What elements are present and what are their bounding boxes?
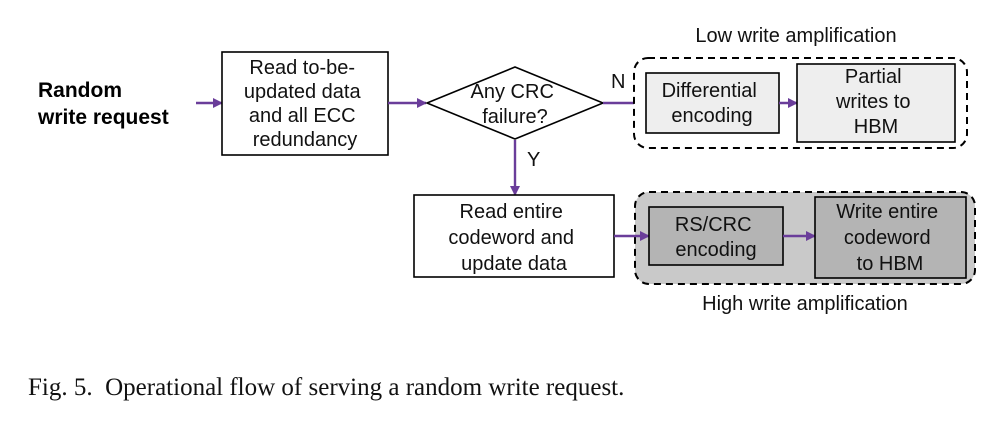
input-label-line: write request: [37, 106, 169, 129]
input-label: Random write request: [37, 79, 169, 129]
read-entire-line: codeword and: [448, 227, 574, 249]
input-label-line: Random: [38, 79, 122, 102]
svg-text:Read to-be- updated data: Read to-be- updated data and all ECC red…: [244, 57, 366, 151]
read-box-line: and all ECC: [249, 105, 356, 127]
read-box-line: updated data: [244, 81, 362, 103]
write-entire-line: codeword: [844, 227, 931, 249]
branch-yes-label: Y: [527, 149, 540, 171]
crc-decision: Any CRC failure?: [424, 66, 606, 140]
diff-box-line: Differential: [662, 80, 757, 102]
svg-text:Any CRC failure?: Any CRC failure?: [471, 81, 560, 128]
svg-text:Differential encoding: Differential encoding: [662, 80, 763, 127]
read-entire-line: update data: [461, 253, 568, 275]
read-box-line: Read to-be-: [249, 57, 355, 79]
differential-encoding-box: Differential encoding: [645, 72, 780, 134]
read-entire-line: Read entire: [460, 201, 563, 223]
svg-text:Write entire codeword: Write entire codeword to HBM: [836, 201, 943, 275]
partial-box-line: Partial: [845, 66, 902, 88]
decision-line: Any CRC: [471, 81, 554, 103]
rscrc-box-line: encoding: [675, 239, 756, 261]
write-entire-box: Write entire codeword to HBM: [814, 196, 967, 279]
low-group-title: Low write amplification: [695, 25, 896, 47]
svg-text:Read entire codeword and: Read entire codeword and update data: [448, 201, 579, 275]
read-box: Read to-be- updated data and all ECC red…: [221, 51, 389, 156]
decision-line: failure?: [482, 106, 548, 128]
partial-box-line: HBM: [854, 116, 898, 138]
read-entire-box: Read entire codeword and update data: [413, 194, 615, 278]
svg-text:Partial writes to: Partial writes to HBM: [835, 66, 916, 138]
partial-writes-box: Partial writes to HBM: [796, 63, 956, 143]
read-box-line: redundancy: [253, 129, 358, 151]
write-entire-line: Write entire: [836, 201, 938, 223]
high-group-title: High write amplification: [702, 293, 908, 315]
branch-no-label: N: [611, 71, 625, 93]
figure-caption: Fig. 5. Operational flow of serving a ra…: [28, 374, 624, 401]
svg-text:RS/CRC encoding: RS/CRC encoding: [675, 214, 757, 261]
write-entire-line: to HBM: [857, 253, 924, 275]
rs-crc-encoding-box: RS/CRC encoding: [648, 206, 784, 266]
diff-box-line: encoding: [671, 105, 752, 127]
rscrc-box-line: RS/CRC: [675, 214, 752, 236]
partial-box-line: writes to: [835, 91, 910, 113]
